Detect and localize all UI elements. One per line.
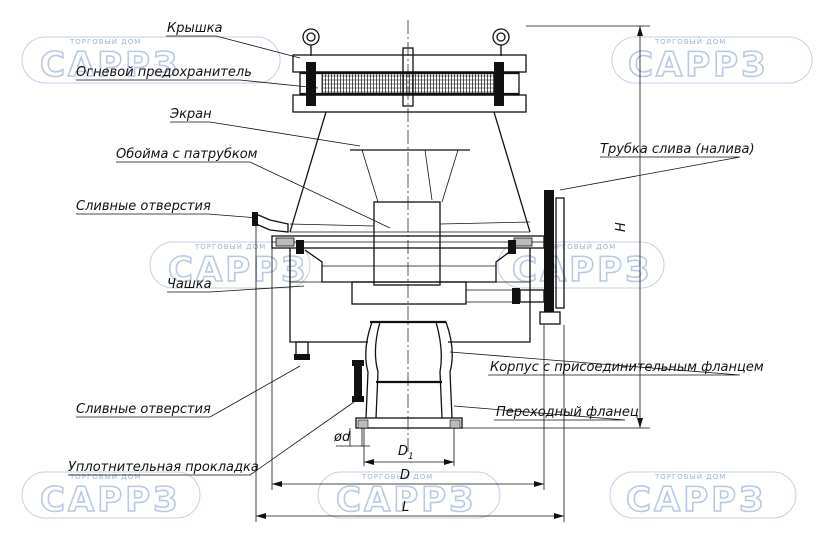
label-holder: Обойма с патрубком	[116, 147, 258, 162]
drain-nozzle-left	[252, 212, 289, 233]
watermark-top-right: ТОРГОВЫЙ ДОМ САРРЗ	[611, 36, 813, 86]
svg-text:САРРЗ: САРРЗ	[336, 480, 476, 520]
label-body: Корпус с присоединительным фланцем	[490, 360, 764, 375]
dimension-L	[255, 226, 565, 522]
watermark-bottom-right: ТОРГОВЫЙ ДОМ САРРЗ	[609, 471, 797, 521]
svg-text:САРРЗ: САРРЗ	[628, 45, 768, 85]
svg-text:САРРЗ: САРРЗ	[512, 250, 652, 290]
watermark-bottom-left: ТОРГОВЫЙ ДОМ САРРЗ	[21, 471, 201, 521]
label-adapter-flange: Переходный фланец	[496, 405, 639, 420]
svg-text:ТОРГОВЫЙ ДОМ: ТОРГОВЫЙ ДОМ	[194, 242, 266, 251]
svg-text:ТОРГОВЫЙ ДОМ: ТОРГОВЫЙ ДОМ	[544, 242, 616, 251]
svg-text:САРРЗ: САРРЗ	[40, 45, 180, 85]
watermark-middle-right: ТОРГОВЫЙ ДОМ САРРЗ	[497, 241, 665, 291]
dimension-D1-label: D1	[398, 444, 414, 462]
svg-text:САРРЗ: САРРЗ	[626, 480, 766, 520]
dimension-D1	[363, 428, 455, 466]
svg-text:ТОРГОВЫЙ ДОМ: ТОРГОВЫЙ ДОМ	[654, 37, 726, 46]
dimension-L-label: L	[402, 500, 409, 515]
label-lid: Крышка	[167, 21, 222, 36]
watermark-bottom-center: ТОРГОВЫЙ ДОМ САРРЗ	[317, 471, 501, 521]
label-drain-holes-top: Сливные отверстия	[76, 199, 211, 214]
dimension-D-label: D	[400, 468, 410, 483]
svg-text:ТОРГОВЫЙ ДОМ: ТОРГОВЫЙ ДОМ	[361, 472, 433, 481]
watermark-middle-left: ТОРГОВЫЙ ДОМ САРРЗ	[149, 241, 311, 291]
drain-tube	[512, 190, 565, 325]
lid-assembly	[292, 28, 527, 113]
label-drain-holes-bottom: Сливные отверстия	[76, 402, 211, 417]
svg-text:ТОРГОВЫЙ ДОМ: ТОРГОВЫЙ ДОМ	[69, 472, 141, 481]
leader-lines	[68, 35, 741, 476]
svg-text:САРРЗ: САРРЗ	[40, 480, 180, 520]
dimension-H-label: H	[614, 222, 629, 232]
dimension-H	[462, 25, 650, 429]
body-nozzle	[352, 320, 463, 429]
svg-text:САРРЗ: САРРЗ	[168, 250, 308, 290]
conical-hood	[289, 111, 531, 286]
label-drain-tube: Трубка слива (налива)	[600, 142, 755, 157]
svg-text:ТОРГОВЫЙ ДОМ: ТОРГОВЫЙ ДОМ	[69, 37, 141, 46]
watermark-top-left: ТОРГОВЫЙ ДОМ САРРЗ	[21, 36, 281, 86]
label-cup: Чашка	[167, 277, 212, 292]
upper-flange	[271, 235, 545, 305]
label-flame-arrester: Огневой предохранитель	[76, 65, 252, 80]
housing	[289, 248, 531, 360]
label-seal: Уплотнительная прокладка	[68, 460, 259, 475]
label-screen: Экран	[169, 107, 212, 122]
svg-text:ТОРГОВЫЙ ДОМ: ТОРГОВЫЙ ДОМ	[654, 472, 726, 481]
dimension-d-label: ød	[333, 430, 351, 445]
